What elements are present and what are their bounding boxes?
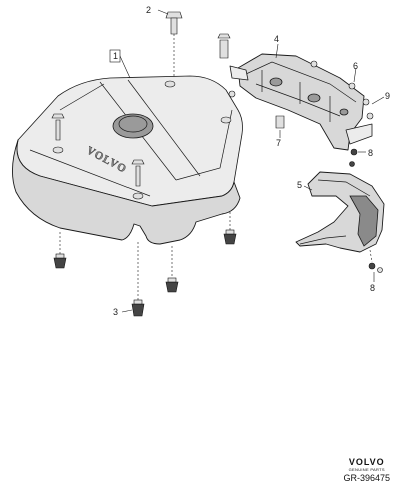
fasteners-heat-shield [368,249,383,273]
grommets-part-3 [53,212,237,317]
callout-6: 6 [353,61,358,71]
screw-part-2 [165,11,183,78]
callout-8a: 8 [368,148,373,158]
heat-shield-part-5 [295,171,385,253]
engine-cover: VOLVO [12,75,243,245]
callout-9: 9 [385,91,390,101]
brand-block: VOLVO GENUINE PARTS GR-396475 [343,457,390,484]
genuine-parts-tagline: GENUINE PARTS [348,467,385,472]
callout-box-1 [109,49,121,63]
callout-3: 3 [113,307,118,317]
callout-4: 4 [274,34,279,44]
callout-2: 2 [146,5,151,15]
callout-7: 7 [276,138,281,148]
bracket-part-4 [217,33,373,151]
callout-5: 5 [297,180,302,190]
volvo-logo: VOLVO [348,457,385,467]
fasteners-bracket [228,60,374,167]
callout-8b: 8 [370,283,375,293]
callout-1: 1 [113,51,118,61]
diagram-reference-code: GR-396475 [343,473,390,483]
